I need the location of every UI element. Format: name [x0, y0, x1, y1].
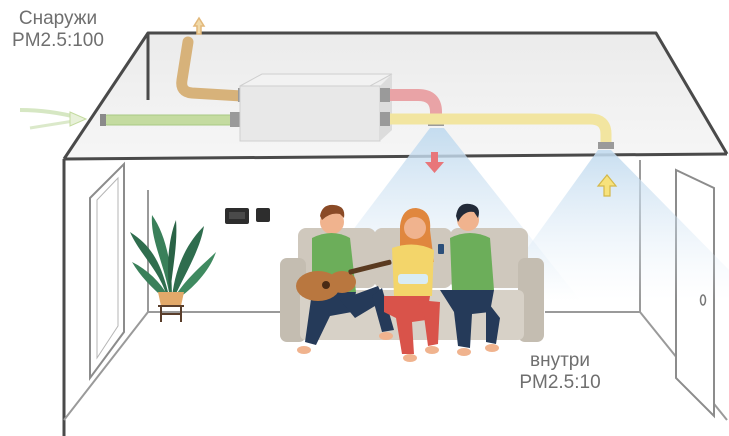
outdoor-label: Снаружи PM2.5:100	[2, 8, 114, 52]
intake-arrow-icon	[70, 112, 86, 126]
supply-nozzle	[598, 142, 614, 149]
intake-duct-connector	[230, 112, 240, 127]
left-wall-panel	[90, 164, 124, 378]
switch-panel	[256, 208, 270, 222]
ventilation-unit-top	[240, 74, 392, 86]
supply-duct-connector	[380, 88, 390, 102]
plant-pot	[158, 292, 184, 306]
supply-duct-connector	[380, 112, 390, 126]
plant	[130, 215, 216, 300]
thermostat-screen	[229, 212, 245, 219]
intake-duct	[104, 115, 234, 125]
plant-stand	[158, 306, 184, 322]
intake-duct-cap	[100, 114, 106, 126]
outdoor-label-title: Снаружи	[2, 8, 114, 30]
ventilation-unit	[240, 86, 380, 141]
outdoor-label-pm: PM2.5:100	[2, 30, 114, 52]
indoor-label-pm: PM2.5:10	[506, 372, 614, 394]
indoor-label-title: внутри	[506, 350, 614, 372]
indoor-label: внутри PM2.5:10	[506, 350, 614, 394]
